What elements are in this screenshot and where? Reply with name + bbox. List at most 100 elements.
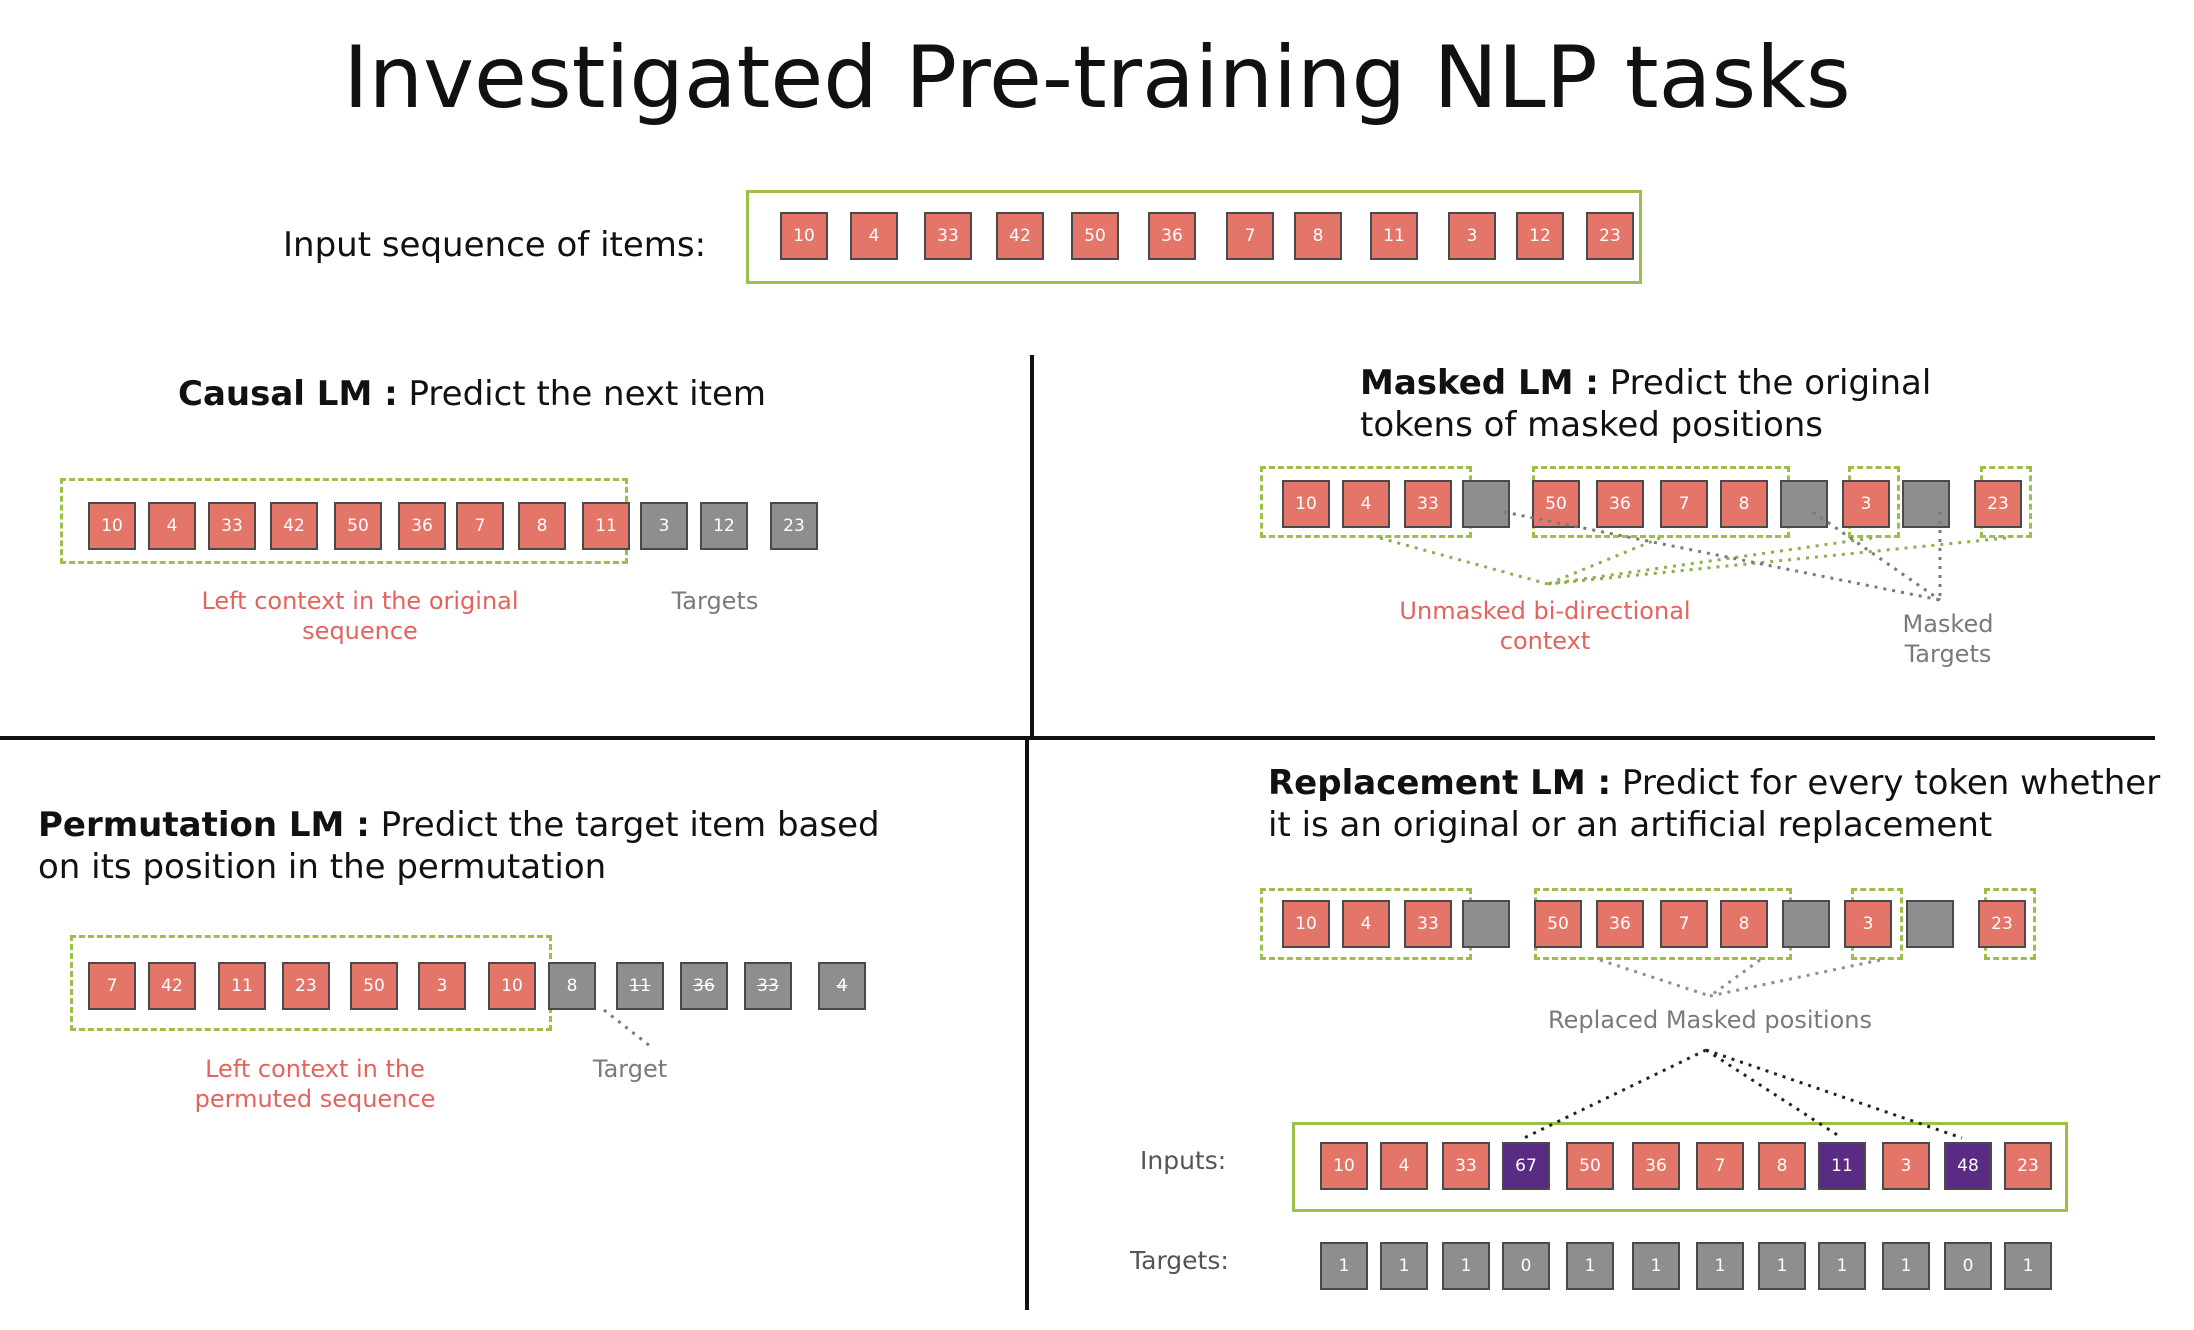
vertical-divider-top	[1030, 355, 1034, 740]
replacement-inputs-box	[1292, 1122, 2068, 1212]
replacement-lm-desc-1: Predict for every token whether	[1621, 763, 2161, 803]
masked-context-token: 10	[1282, 480, 1330, 528]
causal-target-token: 12	[700, 502, 748, 550]
masked-connector	[1379, 536, 1549, 586]
replacement-lm-desc-2: it is an original or an artificial repla…	[1268, 805, 1993, 845]
replacement-context-token: 7	[1660, 900, 1708, 948]
masked-context-token: 8	[1720, 480, 1768, 528]
replacement-caption: Replaced Masked positions	[1548, 1006, 1872, 1034]
replacement-context-token: 33	[1404, 900, 1452, 948]
permutation-hidden-token: 11	[616, 962, 664, 1010]
replacement-target-token: 1	[1696, 1242, 1744, 1290]
masked-lm-desc-1: Predict the original	[1609, 363, 1932, 403]
replacement-connector	[1705, 1048, 1963, 1140]
permutation-context-token: 50	[350, 962, 398, 1010]
replacement-connector	[1599, 958, 1711, 998]
replacement-target-token: 1	[1882, 1242, 1930, 1290]
replacement-context-token: 10	[1282, 900, 1330, 948]
replacement-connector	[1709, 958, 1881, 998]
masked-position-token	[1780, 480, 1828, 528]
permutation-context-token: 10	[488, 962, 536, 1010]
input-token: 36	[1148, 212, 1196, 260]
masked-context-token: 36	[1596, 480, 1644, 528]
horizontal-divider	[0, 736, 2155, 740]
original-input-token: 7	[1696, 1142, 1744, 1190]
permutation-hidden-token: 36	[680, 962, 728, 1010]
causal-context-token: 42	[270, 502, 318, 550]
replacement-target-token: 1	[1632, 1242, 1680, 1290]
permutation-context-token: 23	[282, 962, 330, 1010]
replacement-target-token: 0	[1944, 1242, 1992, 1290]
input-sequence-label: Input sequence of items:	[283, 225, 707, 265]
input-token: 33	[924, 212, 972, 260]
permutation-context-token: 3	[418, 962, 466, 1010]
original-input-token: 33	[1442, 1142, 1490, 1190]
masked-lm-desc-2: tokens of masked positions	[1360, 405, 1824, 445]
permutation-context-token: 11	[218, 962, 266, 1010]
masked-context-token: 4	[1342, 480, 1390, 528]
replacement-target-token: 1	[1818, 1242, 1866, 1290]
causal-targets-caption: Targets	[671, 587, 759, 615]
masked-connector	[1547, 536, 1661, 586]
replacement-context-token: 36	[1596, 900, 1644, 948]
input-sequence-box	[746, 190, 1642, 284]
input-token: 23	[1586, 212, 1634, 260]
causal-context-token: 7	[456, 502, 504, 550]
permutation-context-token: 7	[88, 962, 136, 1010]
replacement-masked-position	[1782, 900, 1830, 948]
input-token: 4	[850, 212, 898, 260]
masked-context-token: 33	[1404, 480, 1452, 528]
masked-target-connectors	[1503, 510, 1942, 602]
causal-context-token: 8	[518, 502, 566, 550]
permutation-lm-desc-2: on its position in the permutation	[38, 847, 607, 887]
masked-connector	[1547, 536, 1873, 586]
causal-context-caption: Left context in the original sequence	[201, 587, 519, 645]
replacement-lm-name: Replacement LM :	[1268, 763, 1612, 803]
replaced-input-token: 48	[1944, 1142, 1992, 1190]
input-token: 11	[1370, 212, 1418, 260]
permutation-lm-name: Permutation LM :	[38, 805, 370, 845]
original-input-token: 3	[1882, 1142, 1930, 1190]
replacement-target-token: 1	[1566, 1242, 1614, 1290]
replacement-input-connectors	[1523, 1048, 1963, 1140]
inputs-label: Inputs:	[1140, 1146, 1227, 1175]
causal-target-token: 3	[640, 502, 688, 550]
original-input-token: 8	[1758, 1142, 1806, 1190]
replacement-lm-heading-line1: Replacement LM : Predict for every token…	[1268, 762, 2160, 804]
input-token: 12	[1516, 212, 1564, 260]
permutation-hidden-token: 33	[744, 962, 792, 1010]
causal-context-token: 33	[208, 502, 256, 550]
permutation-target-caption: Target	[592, 1055, 668, 1083]
permutation-lm-heading-line1: Permutation LM : Predict the target item…	[38, 804, 880, 846]
causal-target-token: 23	[770, 502, 818, 550]
vertical-divider-bottom	[1025, 740, 1029, 1310]
input-token: 42	[996, 212, 1044, 260]
original-input-token: 10	[1320, 1142, 1368, 1190]
causal-context-token: 4	[148, 502, 196, 550]
permutation-connector	[603, 1008, 651, 1048]
masked-context-connectors	[1379, 536, 2007, 586]
masked-connector	[1547, 536, 2007, 586]
replacement-target-token: 1	[1320, 1242, 1368, 1290]
permutation-hidden-token: 4	[818, 962, 866, 1010]
input-token: 3	[1448, 212, 1496, 260]
input-token: 8	[1294, 212, 1342, 260]
masked-context-caption: Unmasked bi-directional context	[1399, 597, 1691, 655]
page-title: Investigated Pre-training NLP tasks	[343, 28, 1851, 128]
causal-lm-name: Causal LM :	[178, 374, 398, 414]
masked-lm-heading-line1: Masked LM : Predict the original	[1360, 362, 1931, 404]
permutation-context-token: 42	[148, 962, 196, 1010]
masked-targets-caption: Masked Targets	[1902, 610, 1994, 668]
causal-context-token: 36	[398, 502, 446, 550]
replacement-masked-position	[1906, 900, 1954, 948]
input-token: 7	[1226, 212, 1274, 260]
masked-context-token: 3	[1842, 480, 1890, 528]
replaced-input-token: 67	[1502, 1142, 1550, 1190]
original-input-token: 50	[1566, 1142, 1614, 1190]
replacement-connector	[1523, 1048, 1707, 1140]
input-token: 50	[1071, 212, 1119, 260]
original-input-token: 23	[2004, 1142, 2052, 1190]
original-input-token: 4	[1380, 1142, 1428, 1190]
replacement-target-token: 1	[1380, 1242, 1428, 1290]
